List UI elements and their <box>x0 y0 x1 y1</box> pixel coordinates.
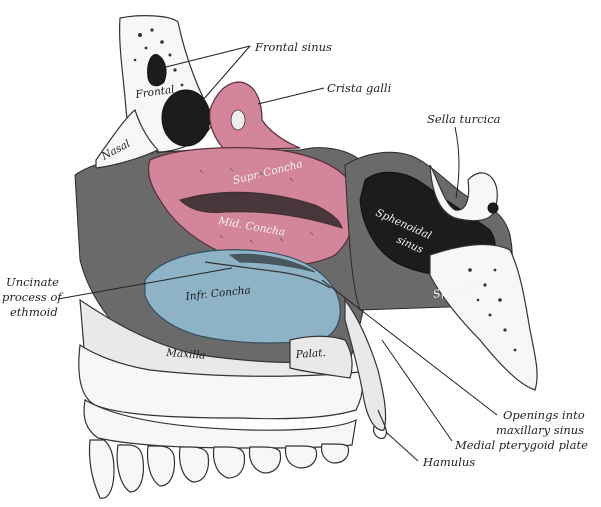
frontal-bone-stipple <box>133 28 184 87</box>
crista-galli <box>209 81 301 151</box>
label-maxilla: Maxilla <box>165 347 206 362</box>
leader-frontal-sinus-b <box>195 45 251 109</box>
nasal-bone <box>95 108 160 169</box>
sella-turcica <box>429 164 498 222</box>
uncinate-process <box>204 261 331 289</box>
label-uncinate-3: ethmoid <box>10 305 58 319</box>
label-crista-galli: Crista galli <box>327 81 392 95</box>
superior-meatus <box>179 191 343 229</box>
frontal-sinus-lower <box>161 89 211 147</box>
leader-sella-turcica <box>454 126 460 199</box>
label-frontal-sinus: Frontal sinus <box>254 40 332 54</box>
medial-pterygoid-plate <box>344 298 387 431</box>
inferior-concha <box>144 249 341 344</box>
tooth <box>248 446 282 474</box>
tooth <box>284 445 318 469</box>
leader-lines <box>57 45 498 462</box>
concha-stipple <box>199 167 314 244</box>
leader-openings <box>321 279 498 416</box>
tooth <box>178 446 210 483</box>
label-uncinate-1: Uncinate <box>6 275 59 289</box>
label-openings-1: Openings into <box>503 408 585 422</box>
leader-crista-galli <box>257 87 325 105</box>
tooth <box>212 446 246 479</box>
sphenoid-lower <box>429 243 538 391</box>
leader-hamulus <box>385 431 419 462</box>
leader-uncinate <box>57 267 233 300</box>
tooth <box>88 439 115 499</box>
tooth <box>320 443 350 464</box>
hamulus-hook <box>373 409 388 439</box>
label-uncinate-2: process of <box>2 290 63 304</box>
leader-medial-pterygoid <box>381 339 453 442</box>
label-frontal: Frontal <box>134 84 176 101</box>
tooth <box>116 444 145 493</box>
label-palate: Palat. <box>294 347 326 361</box>
tooth <box>146 445 176 487</box>
inferior-meatus-shadow <box>228 253 316 273</box>
sphenoid-stipple <box>468 268 517 352</box>
dorsum-sellae-tip <box>487 202 499 214</box>
label-hamulus: Hamulus <box>422 455 475 469</box>
leader-frontal-sinus-a <box>161 45 251 69</box>
palatine-bone <box>289 335 353 379</box>
crista-galli-foramen <box>230 109 246 131</box>
label-sella-turcica: Sella turcica <box>427 112 501 126</box>
teeth <box>88 439 350 499</box>
label-medial-pterygoid: Medial pterygoid plate <box>454 438 588 452</box>
label-openings-2: maxillary sinus <box>496 423 584 437</box>
